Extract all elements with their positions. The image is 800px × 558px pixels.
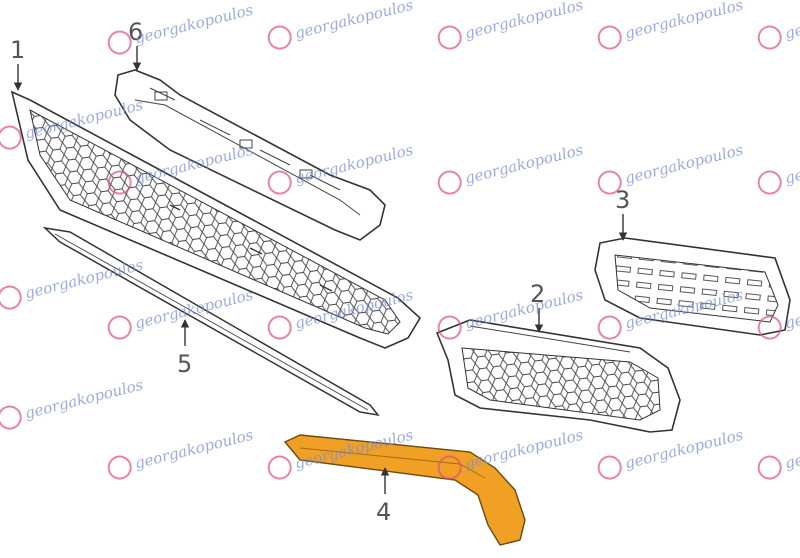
watermark-text: georgakopoulos (463, 286, 585, 333)
svg-text:3: 3 (615, 186, 630, 214)
part-1-lower-grille[interactable] (10, 90, 422, 349)
callout-2: 2 (530, 280, 545, 333)
part-6-bracket[interactable] (114, 69, 386, 241)
callout-4: 4 (376, 467, 391, 526)
part-2-side-grille[interactable] (435, 319, 681, 433)
watermark-stamp: georgakopoulos (0, 376, 145, 430)
watermark-text: georgakopoulos (623, 141, 745, 188)
watermark-stamp: georgakopoulos (757, 0, 800, 50)
watermark-logo-icon (267, 455, 292, 480)
callout-3: 3 (615, 186, 630, 241)
watermark-logo-icon (267, 315, 292, 340)
watermark-text: georgakopoulos (463, 426, 585, 473)
watermark-logo-icon (107, 170, 132, 195)
watermark-stamp: georgakopoulos (757, 426, 800, 480)
watermark-stamp: georgakopoulos (597, 426, 745, 480)
watermark-text: georgakopoulos (293, 141, 415, 188)
watermark-logo-icon (107, 455, 132, 480)
watermark-logo-icon (597, 170, 622, 195)
watermark-logo-icon (757, 315, 782, 340)
svg-text:1: 1 (10, 36, 25, 64)
watermark-logo-icon (0, 285, 22, 310)
watermark-logo-icon (267, 170, 292, 195)
watermark-stamp: georgakopoulos (107, 426, 255, 480)
svg-text:5: 5 (177, 350, 192, 378)
watermark-text: georgakopoulos (463, 141, 585, 188)
watermark-logo-icon (0, 405, 22, 430)
watermark-logo-icon (597, 25, 622, 50)
watermark-text: georgakopoulos (293, 0, 415, 42)
watermark-text: georgakopoulos (623, 0, 745, 42)
watermark-logo-icon (597, 455, 622, 480)
watermark-logo-icon (757, 170, 782, 195)
watermark-logo-icon (437, 25, 462, 50)
watermark-text: georgakopoulos (133, 426, 255, 473)
watermark-text: georgakopoulos (783, 141, 800, 188)
watermark-stamp: georgakopoulos (757, 141, 800, 195)
svg-text:6: 6 (128, 18, 143, 46)
watermark-stamp: georgakopoulos (0, 256, 145, 310)
watermark-text: georgakopoulos (783, 0, 800, 42)
callout-6: 6 (128, 18, 143, 71)
watermark-stamp: georgakopoulos (267, 0, 415, 50)
watermark-logo-icon (757, 25, 782, 50)
watermark-logo-icon (107, 315, 132, 340)
part-5-trim-strip[interactable] (42, 226, 380, 417)
watermark-logo-icon (107, 30, 132, 55)
watermark-logo-icon (597, 315, 622, 340)
callout-5: 5 (177, 319, 192, 378)
svg-text:2: 2 (530, 280, 545, 308)
watermark-stamp: georgakopoulos (597, 0, 745, 50)
watermark-logo-icon (437, 170, 462, 195)
watermark-stamp: georgakopoulos (597, 141, 745, 195)
watermark-logo-icon (437, 315, 462, 340)
watermark-logo-icon (267, 25, 292, 50)
watermark-logo-icon (437, 455, 462, 480)
watermark-stamp: georgakopoulos (437, 141, 585, 195)
callout-1: 1 (10, 36, 25, 91)
part-3-side-cover[interactable] (594, 237, 791, 336)
watermark-text: georgakopoulos (783, 426, 800, 473)
watermark-text: georgakopoulos (463, 0, 585, 42)
watermark-text: georgakopoulos (23, 376, 145, 423)
watermark-stamp: georgakopoulos (437, 0, 585, 50)
watermark-text: georgakopoulos (623, 426, 745, 473)
watermark-logo-icon (757, 455, 782, 480)
watermark-text: georgakopoulos (133, 1, 255, 48)
watermark-logo-icon (0, 125, 22, 150)
svg-text:4: 4 (376, 498, 391, 526)
